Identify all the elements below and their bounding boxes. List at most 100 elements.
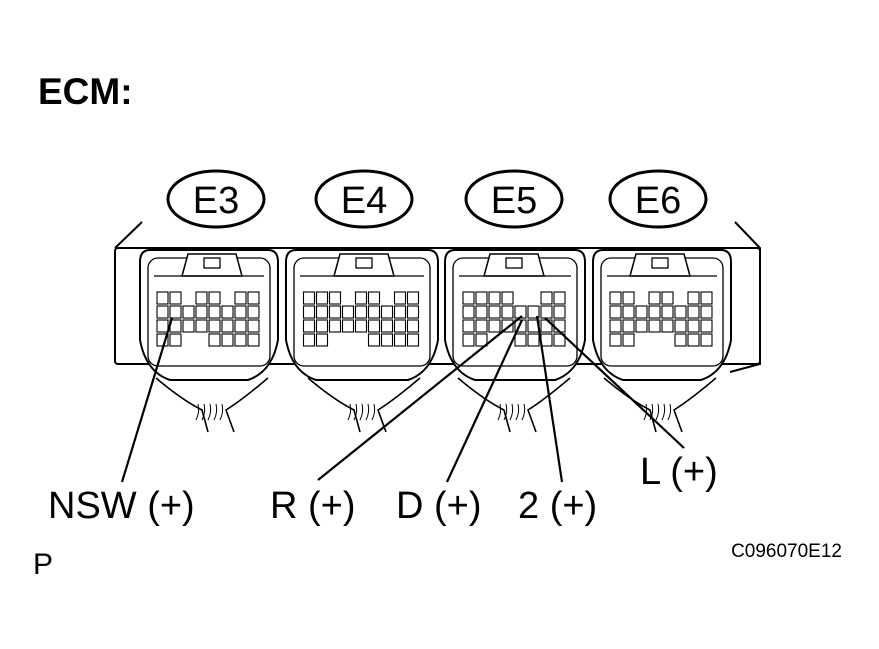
connector-e6-pin [661,305,674,319]
connector-e5-pin [553,291,566,305]
connector-e5-pin [501,305,514,319]
connector-e6-harness-wrap [655,403,660,421]
leader-r [317,315,523,481]
connector-e6-pin [622,291,635,305]
connector-e4-harness-wrap [359,403,364,421]
connector-e6-pin [700,333,713,347]
connector-e4-pin [328,305,342,319]
svg-text:E6: E6 [635,180,681,222]
connector-e5-pin [488,291,501,305]
connector-e3-pin [182,305,195,319]
connector-e6-pin [609,333,622,347]
connector-e6-harness-wrap [649,403,654,421]
connector-e4-pin [354,305,368,319]
connector-e5-pin [462,319,475,333]
leader-two [535,315,564,483]
connector-e6-harness [603,377,717,433]
connector-e6-pin [661,319,674,333]
connector-e5-pin [462,291,475,305]
connector-e5-pin [514,319,527,333]
connector-e6-pin [635,305,648,319]
connector-e3-pin [169,305,182,319]
connector-e3-harness-wrap [201,403,206,421]
leader-d [446,319,523,483]
connector-e5-pin [501,319,514,333]
connector-e3-pin [247,319,260,333]
page-mark: P [33,548,53,581]
connector-e3-pin [247,291,260,305]
svg-text:E3: E3 [193,180,239,222]
connector-e3-pin [208,319,221,333]
connector-e5-pin [540,291,553,305]
connector-e5-pin [527,333,540,347]
connector-label-e5: E5 [464,169,564,229]
connector-e3-pin [234,305,247,319]
connector-e4-pin [367,319,381,333]
connector-e3-pin [169,291,182,305]
connector-e3-pin [247,305,260,319]
connector-e5-pin [475,333,488,347]
label-l: L (+) [640,451,718,493]
connector-e4-pin [302,333,316,347]
connector-e6 [592,249,732,433]
connector-e5-pin [462,333,475,347]
ecm-housing [114,221,761,373]
label-nsw: NSW (+) [48,485,195,527]
connector-e4-pin [367,305,381,319]
connector-e3-pin [169,333,182,347]
connector-label-e6: E6 [608,169,708,229]
connector-e5-latch-tab [505,257,523,269]
connector-e5-pin [553,305,566,319]
connector-e5-pin [488,319,501,333]
leader-lines [120,315,685,483]
connector-e4-harness [307,377,421,433]
connector-e6-pin [648,319,661,333]
connector-e5-pin [527,305,540,319]
connector-e6-latch-tab [651,257,669,269]
connector-e6-pin [648,305,661,319]
connector-e3-pin [195,305,208,319]
connector-e4-pin [354,291,368,305]
connector-e4-pin [302,291,316,305]
connector-e3-pin [247,333,260,347]
connector-e5-harness-wrap [509,403,514,421]
connector-e6-pin [687,333,700,347]
connector-e3-pin [156,319,169,333]
connector-e3-pin [182,319,195,333]
connector-e5-pin [540,305,553,319]
connector-e6-pin [687,305,700,319]
connector-e5-harness-wrap [503,403,508,421]
connector-e3-pin [234,333,247,347]
connector-e6-pin [648,291,661,305]
connector-e3-harness-wrap [207,403,212,421]
connector-e5-harness-wrap [521,403,526,421]
connector-e4-pin [315,319,329,333]
svg-text:E5: E5 [491,180,537,222]
connector-e4-pin [315,305,329,319]
connector-e3-pin [221,319,234,333]
connector-e6-pin [700,305,713,319]
connector-e4-pin [406,319,420,333]
connector-e5-pin [475,319,488,333]
connector-e4-pin [367,333,381,347]
connector-e3-latch-tab [203,257,221,269]
connector-e6-pin [700,291,713,305]
connector-e4-pin [380,333,394,347]
connector-e4-harness-wrap [371,403,376,421]
connector-e5-harness-wrap [515,403,520,421]
connector-e5-pin [540,333,553,347]
leader-nsw [120,317,174,483]
connector-e3-harness-wrap [219,403,224,421]
connector-e6-pin [661,291,674,305]
connector-e3-harness [155,377,269,433]
connector-e4-pin [393,333,407,347]
connector-e3-harness-wrap [213,403,218,421]
connector-e5-pin [501,291,514,305]
connector-e4-pin [328,319,342,333]
connector-e6-pin [687,291,700,305]
connector-e6-pin [609,305,622,319]
connector-e5-pin [514,333,527,347]
connector-e6-pin [622,305,635,319]
connector-e6-pin [622,319,635,333]
connector-e5 [444,249,586,433]
